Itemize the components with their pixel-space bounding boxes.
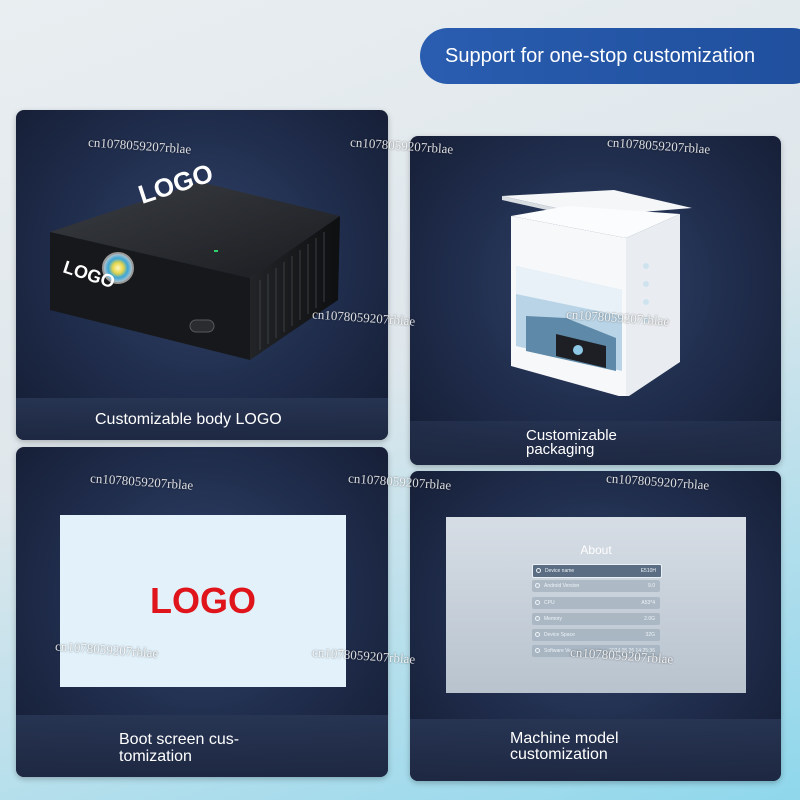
row-value: 2.0G xyxy=(644,616,655,622)
caption-bar: Boot screen cus- tomization xyxy=(16,715,388,777)
row-label: Device Space xyxy=(544,632,575,638)
row-label: Android Version xyxy=(544,583,580,589)
card-body-logo: LOGO LOGO Customizable body LOGO xyxy=(16,110,388,440)
about-title: About xyxy=(580,543,612,557)
card-caption: Machine model customization xyxy=(510,730,619,763)
card-packaging: Customizable packaging xyxy=(410,136,781,465)
header-banner: Support for one-stop customization xyxy=(420,28,800,84)
caption-bar: Customizable packaging xyxy=(410,421,781,465)
row-label: CPU xyxy=(544,600,555,606)
boot-logo-text: LOGO xyxy=(150,580,256,621)
boot-screen-preview: LOGO xyxy=(60,515,346,687)
card-caption: Customizable body LOGO xyxy=(95,411,282,428)
about-screen-preview: About Device name E510H Android Version … xyxy=(446,517,746,693)
row-value: 9.0 xyxy=(648,583,655,589)
about-row: Android Version 9.0 xyxy=(532,580,660,592)
banner-text: Support for one-stop customization xyxy=(445,44,756,67)
about-row: Device name E510H xyxy=(532,564,662,578)
caption-bar: Customizable body LOGO xyxy=(16,398,388,440)
row-label: Software Ve xyxy=(544,648,571,654)
card-boot-screen: LOGO Boot screen cus- tomization xyxy=(16,447,388,777)
memory-icon xyxy=(535,616,540,621)
cpu-icon xyxy=(535,600,540,605)
about-row: Device Space 32G xyxy=(532,629,660,641)
about-row: CPU A53*4 xyxy=(532,597,660,609)
about-row: Software Ve 2024.05.26 14:25:36 xyxy=(532,645,660,657)
projector-image: LOGO LOGO xyxy=(50,160,340,360)
packaging-box-image xyxy=(502,190,692,396)
row-value: E510H xyxy=(640,568,656,574)
row-value: 2024.05.26 14:25:36 xyxy=(609,648,655,654)
row-label: Device name xyxy=(545,568,575,574)
card-machine-model: About Device name E510H Android Version … xyxy=(410,471,781,781)
device-icon xyxy=(536,568,541,573)
row-label: Memory xyxy=(544,616,563,622)
caption-bar: Machine model customization xyxy=(410,719,781,781)
row-value: 32G xyxy=(645,632,655,638)
row-value: A53*4 xyxy=(641,600,655,606)
card-caption: Boot screen cus- tomization xyxy=(119,731,240,765)
card-caption: Customizable packaging xyxy=(526,427,617,458)
software-icon xyxy=(535,648,540,653)
android-icon xyxy=(535,583,540,588)
storage-icon xyxy=(535,632,540,637)
about-row: Memory 2.0G xyxy=(532,613,660,625)
